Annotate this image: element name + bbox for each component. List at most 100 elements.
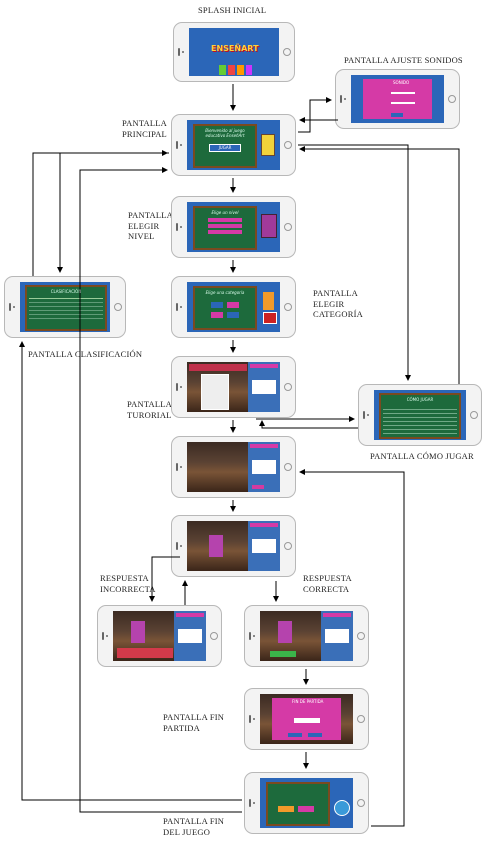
screen-incorrecta (113, 611, 206, 661)
label-elegir-categoria: PANTALLA ELEGIR CATEGORÍA (313, 288, 363, 320)
categoria-title: Elige una categoría (205, 290, 245, 295)
phone-elegir-nivel: Elige un nivel (171, 196, 296, 258)
label-line: ELEGIR (128, 220, 160, 231)
correct-message (270, 651, 296, 657)
ajuste-ok-button[interactable] (391, 113, 403, 117)
categoria-option-3[interactable] (211, 312, 223, 318)
screen-fin-juego (260, 778, 353, 828)
name-input[interactable] (294, 718, 320, 723)
nivel-option-1[interactable] (208, 218, 242, 222)
label-respuesta-correcta: RESPUESTA CORRECTA (303, 573, 352, 594)
speaker-icon (178, 48, 180, 56)
speaker-icon (102, 632, 104, 640)
home-button-icon (284, 141, 292, 149)
label-como-jugar: PANTALLA CÓMO JUGAR (370, 451, 474, 461)
speaker-icon (9, 303, 11, 311)
camera-icon (253, 802, 255, 804)
panel-button[interactable] (252, 485, 265, 489)
camera-icon (182, 51, 184, 53)
fin-partida-button-1[interactable] (288, 733, 302, 737)
side-panel (174, 611, 206, 661)
arrow-clasificacion-to-principal (32, 150, 168, 276)
label-line: PANTALLA (128, 210, 173, 220)
arrow-to-incorrecta (149, 556, 180, 602)
phone-tutorial (171, 356, 296, 418)
arrow-finjuego-to-clasificacion (19, 341, 242, 801)
categoria-option-2[interactable] (227, 302, 239, 308)
arrow-comojugar-to-principal (299, 146, 460, 384)
label-line: CORRECTA (303, 583, 350, 594)
label-line: PANTALLA (313, 288, 358, 298)
globe-icon (334, 800, 350, 816)
incorrect-message (117, 648, 173, 658)
nivel-option-2[interactable] (208, 224, 242, 228)
slider-musica[interactable] (391, 92, 415, 94)
arrow-principal-to-clasificacion (57, 152, 169, 273)
phone-fin-partida: FIN DE PARTIDA (244, 688, 369, 750)
home-button-icon (284, 303, 292, 311)
camera-icon (180, 226, 182, 228)
tutorial-banner (189, 364, 247, 371)
camera-icon (180, 545, 182, 547)
camera-icon (180, 386, 182, 388)
camera-icon (253, 635, 255, 637)
nivel-option-3[interactable] (208, 230, 242, 234)
clasificacion-rows (29, 298, 103, 319)
home-button-icon (284, 383, 292, 391)
character-book (209, 535, 223, 557)
speaker-icon (249, 715, 251, 723)
label-ajuste-sonidos: PANTALLA AJUSTE SONIDOS (344, 55, 463, 65)
nivel-board: Elige un nivel (193, 206, 257, 250)
speaker-icon (176, 223, 178, 231)
slider-efectos[interactable] (391, 102, 415, 104)
fin-juego-button-1[interactable] (278, 806, 294, 812)
fin-juego-button-2[interactable] (298, 806, 314, 812)
home-button-icon (448, 95, 456, 103)
screen-principal: Bienvenido al juego educativo EnseñArt J… (187, 120, 280, 170)
character-book (131, 621, 145, 643)
camera-icon (367, 414, 369, 416)
label-clasificacion: PANTALLA CLASIFICACIÓN (28, 349, 143, 359)
principal-play-button[interactable]: JUGAR (209, 144, 241, 152)
speaker-icon (249, 632, 251, 640)
label-line: DEL JUEGO (163, 826, 211, 837)
home-button-icon (210, 632, 218, 640)
panel-card (252, 460, 276, 474)
home-button-icon (284, 223, 292, 231)
fin-partida-button-2[interactable] (308, 733, 322, 737)
arrow-principal-to-comojugar (298, 144, 411, 381)
juego-side-panel (248, 521, 280, 571)
screen-tutorial (187, 362, 280, 412)
camera-icon (180, 306, 182, 308)
label-line: PANTALLA (127, 399, 172, 409)
side-panel (321, 611, 353, 661)
panel-header (250, 444, 278, 448)
categoria-option-1[interactable] (211, 302, 223, 308)
camera-icon (106, 635, 108, 637)
label-fin-partida: PANTALLA FIN PARTIDA (163, 712, 224, 733)
arrow-comojugar-to-tutorial (259, 420, 358, 429)
label-respuesta-incorrecta: RESPUESTA INCORRECTA (100, 573, 156, 594)
label-tutorial: PANTALLA TURORIAL (127, 399, 172, 420)
phone-elegir-categoria: Elige una categoría (171, 276, 296, 338)
arrow-finjuego-to-juego (299, 469, 405, 827)
home-button-icon (283, 48, 291, 56)
label-line: ELEGIR (313, 298, 345, 309)
categoria-option-4[interactable] (227, 312, 239, 318)
label-line: RESPUESTA (303, 573, 352, 583)
book-character (261, 214, 277, 238)
character-book (278, 621, 292, 643)
speaker-icon (340, 95, 342, 103)
label-line: PANTALLA FIN (163, 816, 225, 826)
juego-side-panel (248, 442, 280, 492)
panel-card (252, 539, 276, 553)
phone-respuesta-correcta (244, 605, 369, 667)
label-line: INCORRECTA (100, 583, 156, 594)
label-line: PANTALLA (122, 118, 167, 128)
label-splash-inicial: SPLASH INICIAL (198, 5, 267, 15)
phone-respuesta-incorrecta (97, 605, 222, 667)
flag-icon[interactable] (263, 312, 277, 324)
phone-juego (171, 436, 296, 498)
home-button-icon (470, 411, 478, 419)
